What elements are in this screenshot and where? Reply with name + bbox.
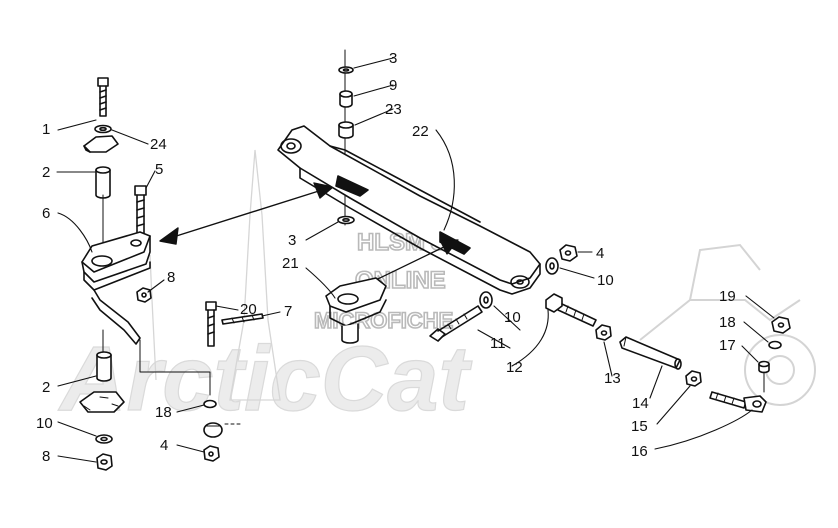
bolt-11 bbox=[429, 305, 483, 342]
callout-13: 13 bbox=[604, 370, 621, 387]
spacer-left bbox=[203, 422, 223, 438]
bushing-2-lower bbox=[96, 329, 112, 382]
spacer-17 bbox=[758, 360, 770, 374]
tie-rod-end-16 bbox=[709, 391, 767, 413]
watermark-tower bbox=[149, 149, 281, 401]
nut-8-upper bbox=[136, 287, 152, 303]
nut-4-right bbox=[559, 244, 578, 262]
callout-6: 6 bbox=[42, 205, 50, 222]
washer-24 bbox=[94, 124, 112, 134]
callout-18-right: 18 bbox=[719, 314, 736, 331]
callout-8-lower: 8 bbox=[42, 448, 50, 465]
leader-lines bbox=[56, 57, 775, 463]
washer-18-left bbox=[203, 399, 217, 409]
bolt-20 bbox=[205, 301, 217, 347]
watermark-brand: ArcticCat bbox=[58, 328, 472, 430]
washer-18-right bbox=[768, 340, 782, 350]
callout-23: 23 bbox=[385, 101, 402, 118]
washer-10-center bbox=[479, 291, 493, 309]
washer-3-top bbox=[338, 66, 354, 74]
callout-19: 19 bbox=[719, 288, 736, 305]
callout-21: 21 bbox=[282, 255, 299, 272]
callout-18-left: 18 bbox=[155, 404, 172, 421]
callout-20: 20 bbox=[240, 301, 257, 318]
callout-16: 16 bbox=[631, 443, 648, 460]
callout-9: 9 bbox=[389, 77, 397, 94]
callout-17: 17 bbox=[719, 337, 736, 354]
plate-lower bbox=[79, 391, 125, 413]
callout-24: 24 bbox=[150, 136, 167, 153]
callout-14: 14 bbox=[632, 395, 649, 412]
bracket-6 bbox=[81, 231, 151, 345]
nut-19 bbox=[771, 316, 791, 334]
nut-4-left bbox=[203, 445, 220, 462]
callout-4-left: 4 bbox=[160, 437, 168, 454]
sleeve-14 bbox=[619, 336, 682, 370]
bolt-12 bbox=[545, 293, 597, 327]
callout-15: 15 bbox=[631, 418, 648, 435]
bolt-1 bbox=[97, 77, 109, 117]
bushing-2-upper bbox=[95, 166, 111, 199]
watermark: ArcticCat HLSM'S ONLINE MICROFICHE bbox=[57, 149, 816, 431]
callout-12: 12 bbox=[506, 359, 523, 376]
callout-10-left: 10 bbox=[36, 415, 53, 432]
washer-10-lower bbox=[95, 434, 113, 444]
spacer-23 bbox=[338, 121, 354, 139]
bolt-5 bbox=[134, 185, 147, 236]
callout-2-upper: 2 bbox=[42, 164, 50, 181]
callout-2-lower: 2 bbox=[42, 379, 50, 396]
callout-3-top: 3 bbox=[389, 50, 397, 67]
callout-3-lower: 3 bbox=[288, 232, 296, 249]
nut-13 bbox=[595, 324, 612, 341]
washer-3-lower bbox=[337, 215, 355, 225]
callout-22: 22 bbox=[412, 123, 429, 140]
callout-11: 11 bbox=[490, 335, 506, 352]
route-line-left bbox=[139, 339, 211, 396]
spacer-9 bbox=[339, 90, 353, 108]
washer-10-right bbox=[545, 257, 559, 275]
pin-7 bbox=[221, 313, 264, 325]
callout-10-right: 10 bbox=[597, 272, 614, 289]
watermark-motorcycle bbox=[639, 243, 816, 406]
callout-5: 5 bbox=[155, 161, 163, 178]
callout-4-right: 4 bbox=[596, 245, 604, 262]
bracket-21 bbox=[325, 277, 387, 344]
nut-8-lower bbox=[96, 453, 113, 471]
callout-10-center: 10 bbox=[504, 309, 521, 326]
callout-1: 1 bbox=[42, 121, 50, 138]
double-arrow[interactable] bbox=[159, 182, 334, 245]
callout-7: 7 bbox=[284, 303, 292, 320]
callout-labels: 1 24 2 5 6 8 2 10 8 20 7 18 4 3 9 23 22 … bbox=[36, 50, 736, 465]
callout-8-upper: 8 bbox=[167, 269, 175, 286]
nut-15 bbox=[685, 370, 702, 387]
plate-upper bbox=[83, 135, 119, 153]
